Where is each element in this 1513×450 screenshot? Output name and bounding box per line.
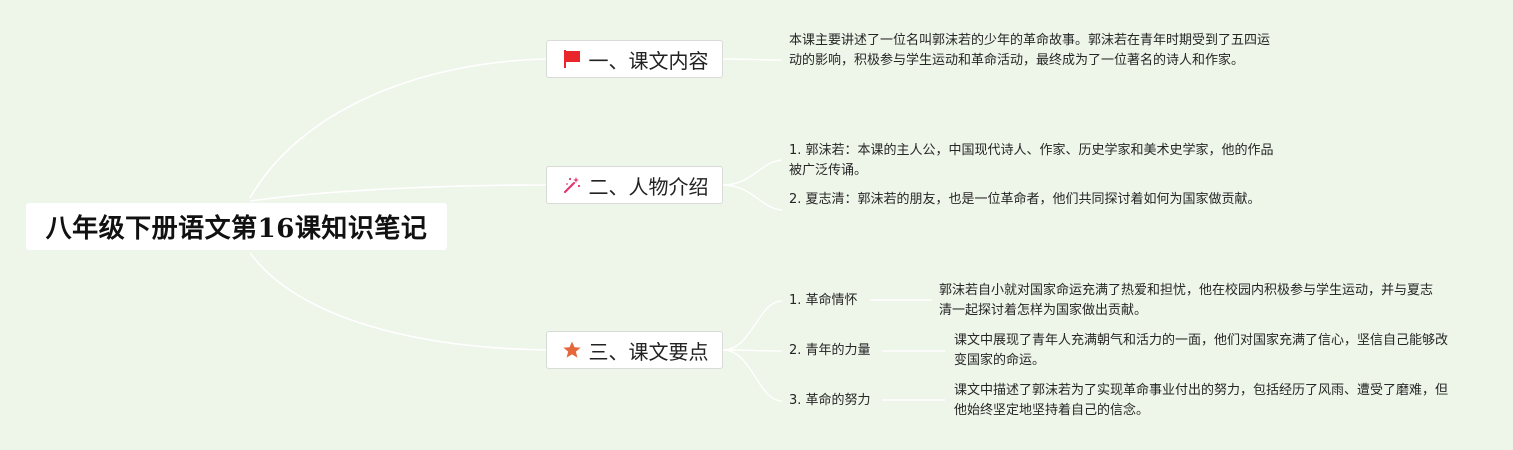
connector-root-branch-1 [249,58,547,199]
orange-star-icon [561,339,583,361]
connector-branch-3-point-2 [722,349,783,352]
root-topic[interactable]: 八年级下册语文第16课知识笔记 [26,203,447,250]
key-point-detail-1: 郭沫若自小就对国家命运充满了热爱和担忧，他在校园内积极参与学生运动，并与夏志清一… [939,283,1434,318]
branch-topic-content[interactable]: 一、课文内容 [546,40,723,78]
connector-root-branch-2 [249,184,547,202]
key-point-detail-3: 课文中描述了郭沫若为了实现革命事业付出的努力，包括经历了风雨、遭受了磨难，但他始… [954,383,1449,418]
character-item-1: 1. 郭沫若：本课的主人公，中国现代诗人、作家、历史学家和美术史学家，他的作品被… [789,143,1274,178]
connector-branch-1-content [722,58,783,61]
red-flag-icon [561,48,583,70]
connector-branch-2-item-1 [722,159,783,186]
connector-branch-2-item-2 [722,184,783,211]
branch-topic-characters[interactable]: 二、人物介绍 [546,166,723,204]
branch-label: 一、课文内容 [588,48,709,73]
connector-root-branch-3 [249,252,547,351]
connector-branch-3-point-3 [722,349,783,402]
branch-1-content-text: 本课主要讲述了一位名叫郭沫若的少年的革命故事。郭沫若在青年时期受到了五四运动的影… [789,33,1271,68]
key-point-detail-2: 课文中展现了青年人充满朝气和活力的一面，他们对国家充满了信心，坚信自己能够改变国… [954,333,1449,368]
character-item-2: 2. 夏志清：郭沫若的朋友，也是一位革命者，他们共同探讨着如何为国家做贡献。 [789,192,1261,207]
magic-wand-icon [561,174,583,196]
branch-topic-key-points[interactable]: 三、课文要点 [546,331,723,369]
key-point-label-3: 3. 革命的努力 [789,393,871,408]
connector-branch-3-point-1 [722,300,783,351]
key-point-label-2: 2. 青年的力量 [789,343,871,358]
key-point-label-1: 1. 革命情怀 [789,293,858,308]
branch-label: 三、课文要点 [588,339,709,364]
branch-label: 二、人物介绍 [588,174,709,199]
root-title: 八年级下册语文第16课知识笔记 [45,214,428,244]
